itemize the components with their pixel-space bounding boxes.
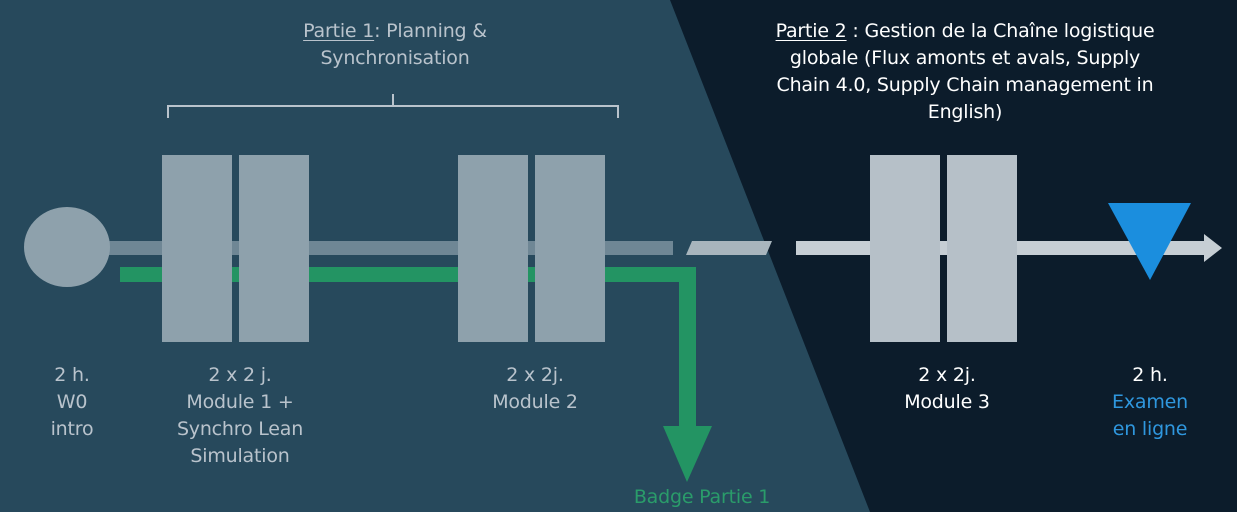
part1-label: Partie 1 bbox=[303, 20, 375, 42]
part2-label: Partie 2 bbox=[775, 20, 847, 42]
part2-line-1: Gestion de la Chaîne logistique bbox=[864, 20, 1155, 42]
part1-line-2: Synchronisation bbox=[320, 47, 470, 69]
intro-name: intro bbox=[50, 418, 94, 440]
part1-line-1: Planning & bbox=[386, 20, 487, 42]
part2-heading: Partie 2 : Gestion de la Chaîne logistiq… bbox=[735, 18, 1195, 126]
module2-duration: 2 x 2j. bbox=[506, 364, 564, 386]
part1-brace bbox=[167, 94, 619, 118]
module2-name: Module 2 bbox=[492, 391, 578, 413]
exam-line-1: Examen bbox=[1112, 391, 1188, 413]
module1-topic: Synchro Lean bbox=[176, 418, 304, 440]
green-path-vertical bbox=[679, 267, 696, 429]
exam-line-2: en ligne bbox=[1112, 418, 1188, 440]
badge-label: Badge Partie 1 bbox=[633, 486, 771, 508]
part1-heading: Partie 1: Planning & Synchronisation bbox=[240, 18, 550, 72]
intro-code: W0 bbox=[56, 391, 88, 413]
exam-label: 2 h. Examen en ligne bbox=[1090, 362, 1210, 443]
exam-triangle bbox=[1108, 203, 1191, 280]
module1-name: Module 1 + bbox=[186, 391, 294, 413]
module1-block-a bbox=[162, 155, 232, 342]
module1-duration: 2 x 2 j. bbox=[208, 364, 272, 386]
part2-line-3: Chain 4.0, Supply Chain management in bbox=[776, 74, 1154, 96]
exam-duration: 2 h. bbox=[1132, 364, 1168, 386]
part2-line-4: English) bbox=[927, 101, 1003, 123]
module3-duration: 2 x 2j. bbox=[918, 364, 976, 386]
intro-circle bbox=[24, 207, 110, 287]
green-arrow-down bbox=[663, 426, 712, 482]
module3-block-a bbox=[870, 155, 940, 342]
intro-duration: 2 h. bbox=[54, 364, 90, 386]
module3-label: 2 x 2j. Module 3 bbox=[872, 362, 1022, 416]
module3-block-b bbox=[947, 155, 1017, 342]
timeline-arrowhead bbox=[1204, 234, 1222, 262]
part2-line-2: globale (Flux amonts et avals, Supply bbox=[789, 47, 1141, 69]
module3-name: Module 3 bbox=[904, 391, 990, 413]
background-left-panel bbox=[0, 0, 870, 512]
module1-label: 2 x 2 j. Module 1 + Synchro Lean Simulat… bbox=[150, 362, 330, 470]
module1-block-b bbox=[239, 155, 309, 342]
module2-block-a bbox=[458, 155, 528, 342]
part2-separator: : bbox=[846, 20, 865, 42]
part1-separator: : bbox=[374, 20, 387, 42]
timeline-dash-1 bbox=[686, 241, 772, 255]
module1-simulation: Simulation bbox=[190, 445, 290, 467]
intro-label: 2 h. W0 intro bbox=[22, 362, 122, 443]
module2-block-b bbox=[535, 155, 605, 342]
module2-label: 2 x 2j. Module 2 bbox=[460, 362, 610, 416]
